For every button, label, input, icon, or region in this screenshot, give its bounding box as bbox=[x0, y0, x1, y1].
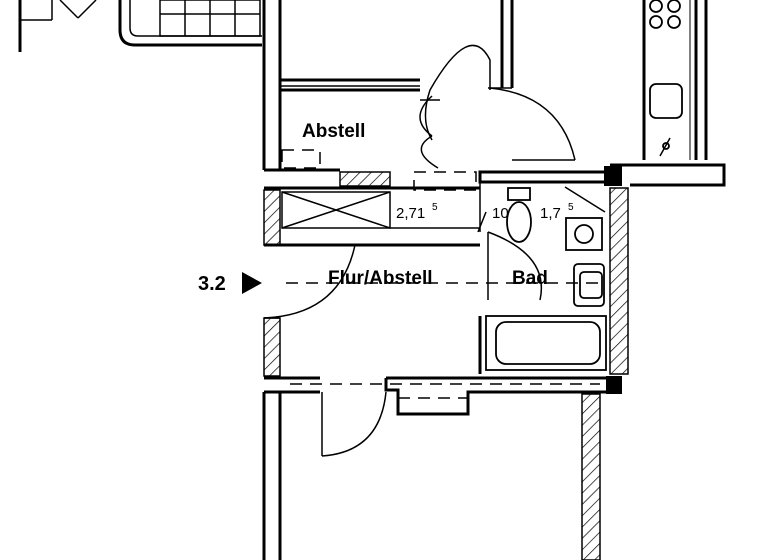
bathroom bbox=[478, 166, 629, 394]
dimension-1-superscript: 5 bbox=[432, 202, 438, 213]
top-left-stair-fragment bbox=[18, 0, 262, 52]
dimension-3: 1,7 bbox=[540, 205, 561, 222]
entrance-arrow-icon bbox=[242, 272, 262, 294]
kitchen-fragment bbox=[610, 0, 726, 187]
hallway-walls bbox=[263, 243, 612, 457]
dimension-1: 2,71 bbox=[396, 205, 425, 222]
lower-walls bbox=[262, 392, 601, 560]
room-label-abstell: Abstell bbox=[302, 121, 365, 142]
room-label-flur: Flur/Abstell bbox=[328, 268, 433, 289]
dimension-strip: 2,71 5 10 1,7 5 bbox=[263, 171, 574, 246]
entrance-marker: 3.2 bbox=[198, 272, 262, 295]
room-label-bad: Bad bbox=[512, 268, 548, 289]
abstell-door-swings bbox=[419, 44, 576, 169]
dimension-3-superscript: 5 bbox=[568, 202, 574, 213]
entrance-label: 3.2 bbox=[198, 273, 226, 295]
dimension-2: 10 bbox=[492, 205, 509, 222]
upper-walls bbox=[262, 0, 514, 172]
